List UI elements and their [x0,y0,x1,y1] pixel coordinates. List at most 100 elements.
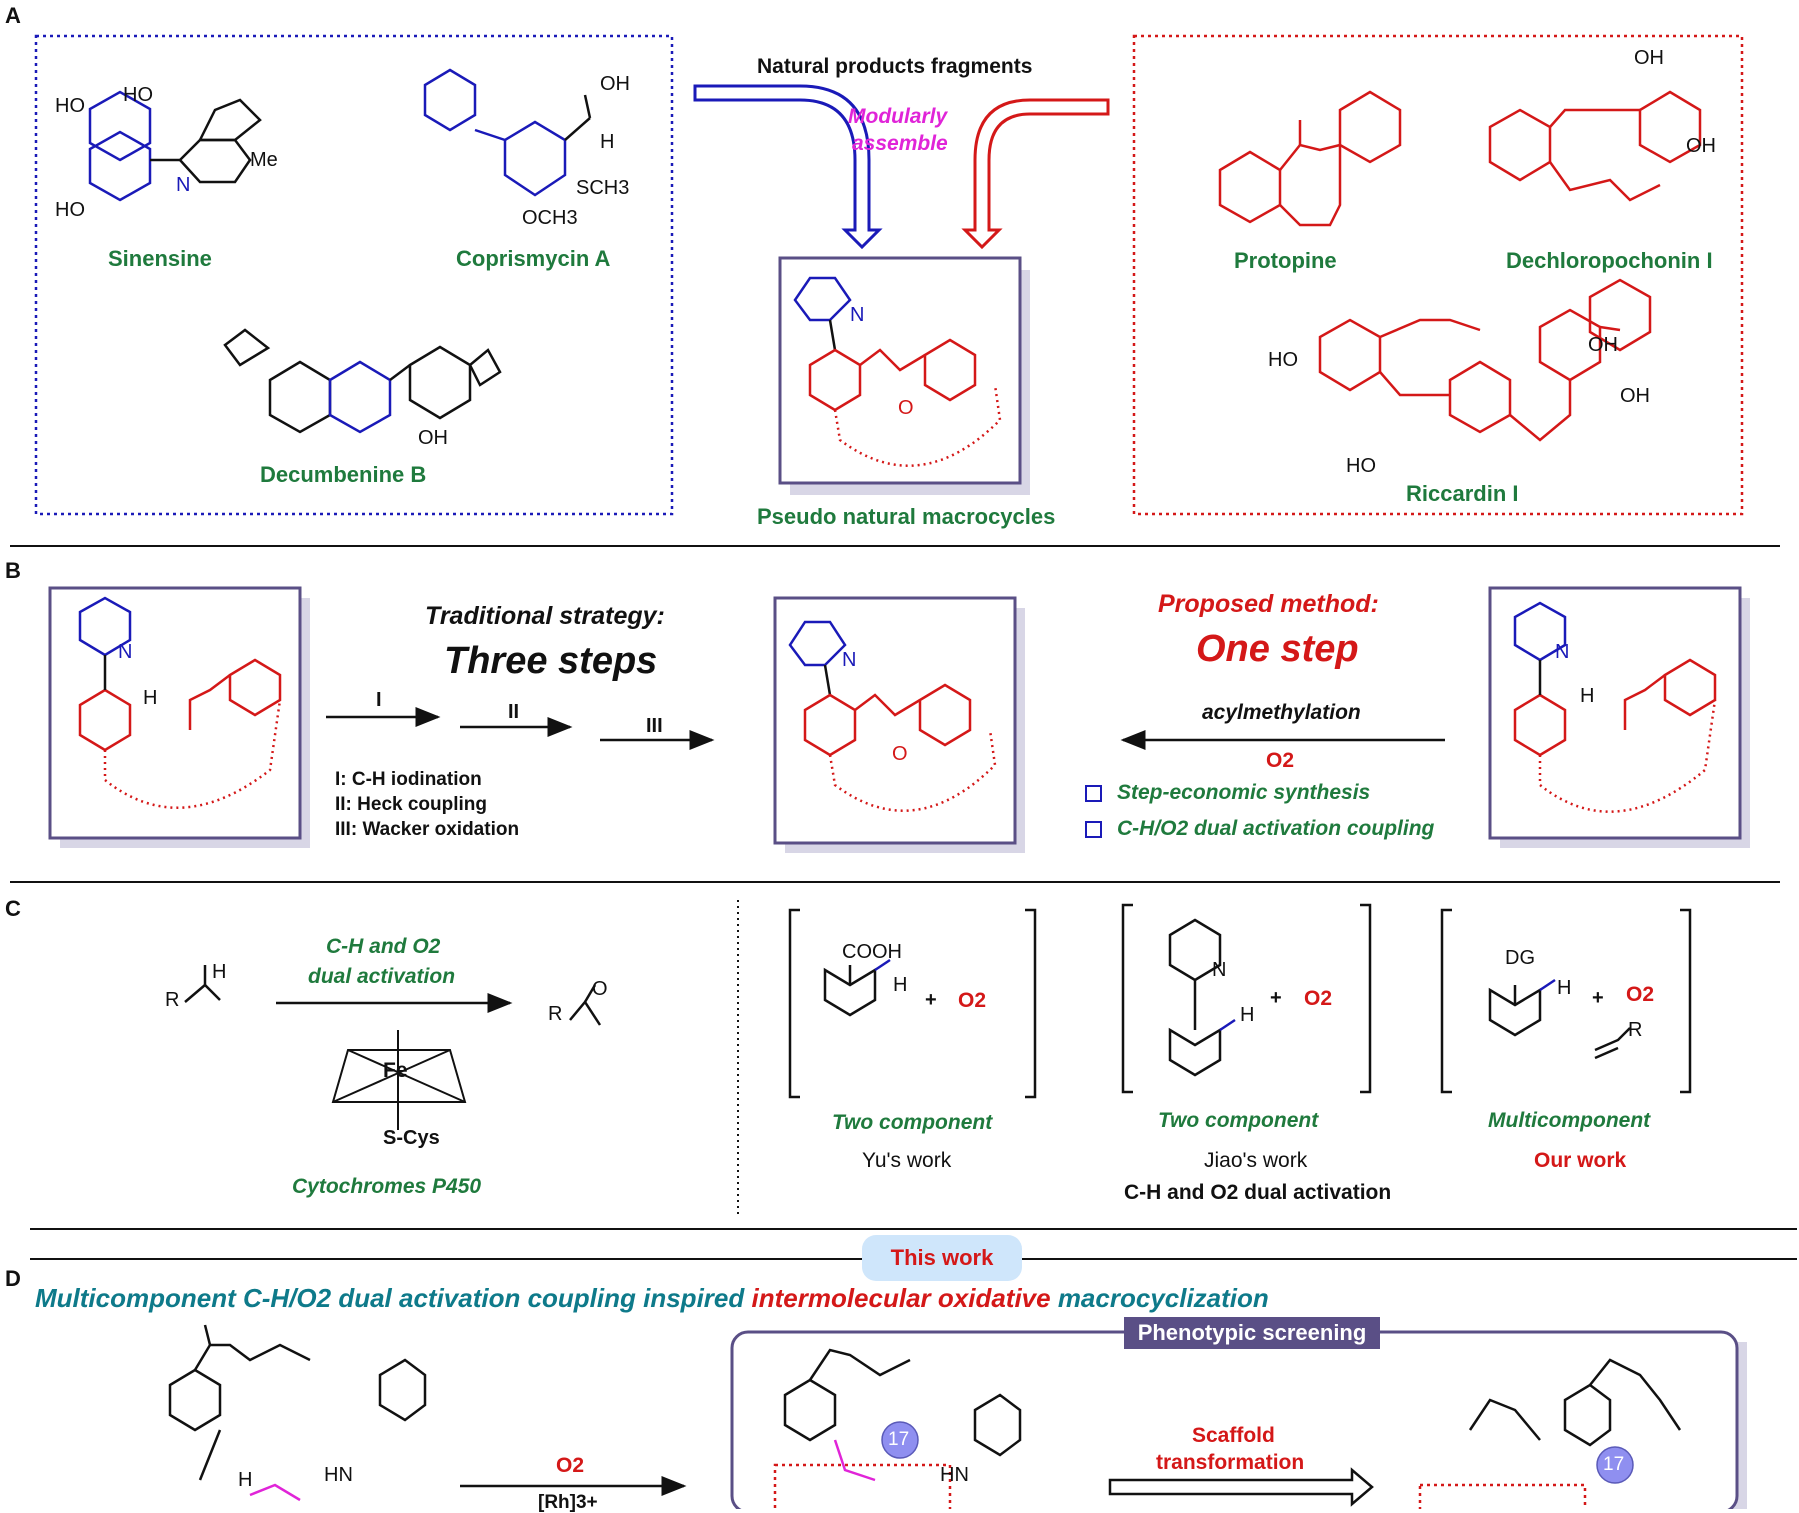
start-box-b-right [1488,586,1742,840]
atom-oh-riccardin-1: OH [1588,334,1618,356]
atom-h-d-left: H [238,1469,253,1491]
d-title-part-b: intermolecular oxidative [751,1283,1051,1313]
atom-o-b-mid: O [892,743,908,765]
dg-arene [1488,978,1631,1060]
red-curved-arrow [961,98,1110,250]
atom-oh-riccardin-2: OH [1620,385,1650,407]
atom-n-b-right: N [1555,641,1570,663]
atom-hn-left: HN [324,1464,353,1486]
cooh-label: COOH [842,941,902,963]
arrow-top-1: C-H and O2 [326,935,441,958]
rh-catalyst: [Rh]3+ [538,1492,598,1513]
step-3-roman: III [646,715,663,737]
compound-protopine: Protopine [1234,248,1337,273]
badge-17-left [881,1421,919,1459]
atom-sch3: SCH3 [576,177,630,199]
atom-oh-dechloro-1: OH [1634,47,1664,69]
badge-17-left-text: 17 [888,1429,910,1450]
protopine-structure [1218,90,1402,227]
atom-me: Me [250,149,278,171]
traditional-label: Traditional strategy: [425,602,665,630]
coprismycin-structure [423,68,592,197]
atom-ho-riccardin-2: HO [1346,455,1376,477]
step-desc-1: I: C-H iodination [335,769,482,790]
work-who-ours: Our work [1534,1149,1627,1172]
atom-n-target-a: N [850,304,865,326]
bullet-2: C-H/O2 dual activation coupling [1117,817,1435,840]
blue-dotted-box [34,34,674,516]
plus-jiao: + [1270,987,1282,1009]
fe-label: Fe [383,1059,408,1082]
this-work-banner: This work [862,1235,1022,1281]
compound-riccardin: Riccardin I [1406,481,1519,506]
atom-ho-1: HO [55,95,85,117]
acylmethylation-label: acylmethylation [1202,701,1361,724]
o2-yu: O2 [958,989,987,1012]
start-material-b-left [78,596,282,809]
modular-line-2: assemble [852,132,948,155]
d-title-part-a: Multicomponent C-H/O2 dual activation co… [35,1283,752,1313]
scaffold-arrow [1108,1467,1374,1507]
atom-hn-right: HN [940,1464,969,1486]
riccardin-structure [1318,278,1652,442]
atom-o-c-right: O [592,978,608,1000]
atom-h-coprismycin: H [600,131,615,153]
step-1-roman: I [376,689,382,711]
checkbox-2 [1085,821,1102,838]
compound-coprismycin: Coprismycin A [456,246,611,271]
dg-label: DG [1505,947,1535,969]
atom-och3: OCH3 [522,207,578,229]
compound-decumbenine: Decumbenine B [260,462,427,487]
panel-label-d: D [5,1266,21,1291]
blue-curved-arrow [693,84,883,250]
compound-dechloropochonin: Dechloropochonin I [1506,248,1713,273]
atom-oh-dechloro-2: OH [1686,135,1716,157]
o2-d: O2 [556,1454,585,1477]
atom-n-jiao: N [1212,959,1227,981]
checkbox-1 [1085,785,1102,802]
atom-n-b-left: N [118,641,133,663]
brackets [788,903,1692,1099]
work-type-jiao: Two component [1158,1109,1319,1132]
fe-complex [331,1030,467,1130]
badge-17-right [1596,1446,1634,1484]
target-macrocycle-a [793,276,1002,467]
d-title: Multicomponent C-H/O2 dual activation co… [35,1285,1269,1311]
product-macrocycle-b [788,620,997,812]
panel-label-c: C [5,896,21,921]
d-transformed [1418,1358,1682,1509]
o2-jiao: O2 [1304,987,1333,1010]
o2-ours: O2 [1626,983,1655,1006]
phenylpyridine [1168,918,1236,1077]
work-type-ours: Multicomponent [1488,1109,1651,1132]
work-who-jiao: Jiao's work [1204,1149,1308,1172]
c-product [569,984,602,1026]
atom-h-c-left: H [212,961,227,983]
work-who-yu: Yu's work [862,1149,952,1172]
atom-ho-3: HO [55,199,85,221]
atom-ho-riccardin-1: HO [1268,349,1298,371]
dual-activation-footer: C-H and O2 dual activation [1124,1181,1392,1204]
d-reactant [168,1324,427,1502]
panel-label-a: A [5,3,21,28]
atom-n-sinensine: N [176,174,191,196]
atom-oh-decumbenine: OH [418,427,448,449]
start-material-b-right [1513,601,1717,813]
atom-h-jiao: H [1240,1004,1255,1026]
atom-noh: OH [600,73,630,95]
atom-h-b-left: H [143,687,158,709]
d-product [773,1348,1022,1509]
target-label-a: Pseudo natural macrocycles [757,504,1056,529]
decumbenine-structure [223,328,502,434]
atom-h-yu: H [893,974,908,996]
one-step-label: One step [1196,628,1359,670]
scaffold-line-2: transformation [1156,1451,1305,1474]
cys-label: S-Cys [383,1127,440,1149]
atom-r-c-right: R [548,1003,563,1025]
o2-label-b: O2 [1266,749,1295,772]
bullet-1: Step-economic synthesis [1117,781,1371,804]
enzyme-label: Cytochromes P450 [292,1175,482,1198]
plus-yu: + [925,989,937,1011]
atom-r-c-left: R [165,989,180,1011]
